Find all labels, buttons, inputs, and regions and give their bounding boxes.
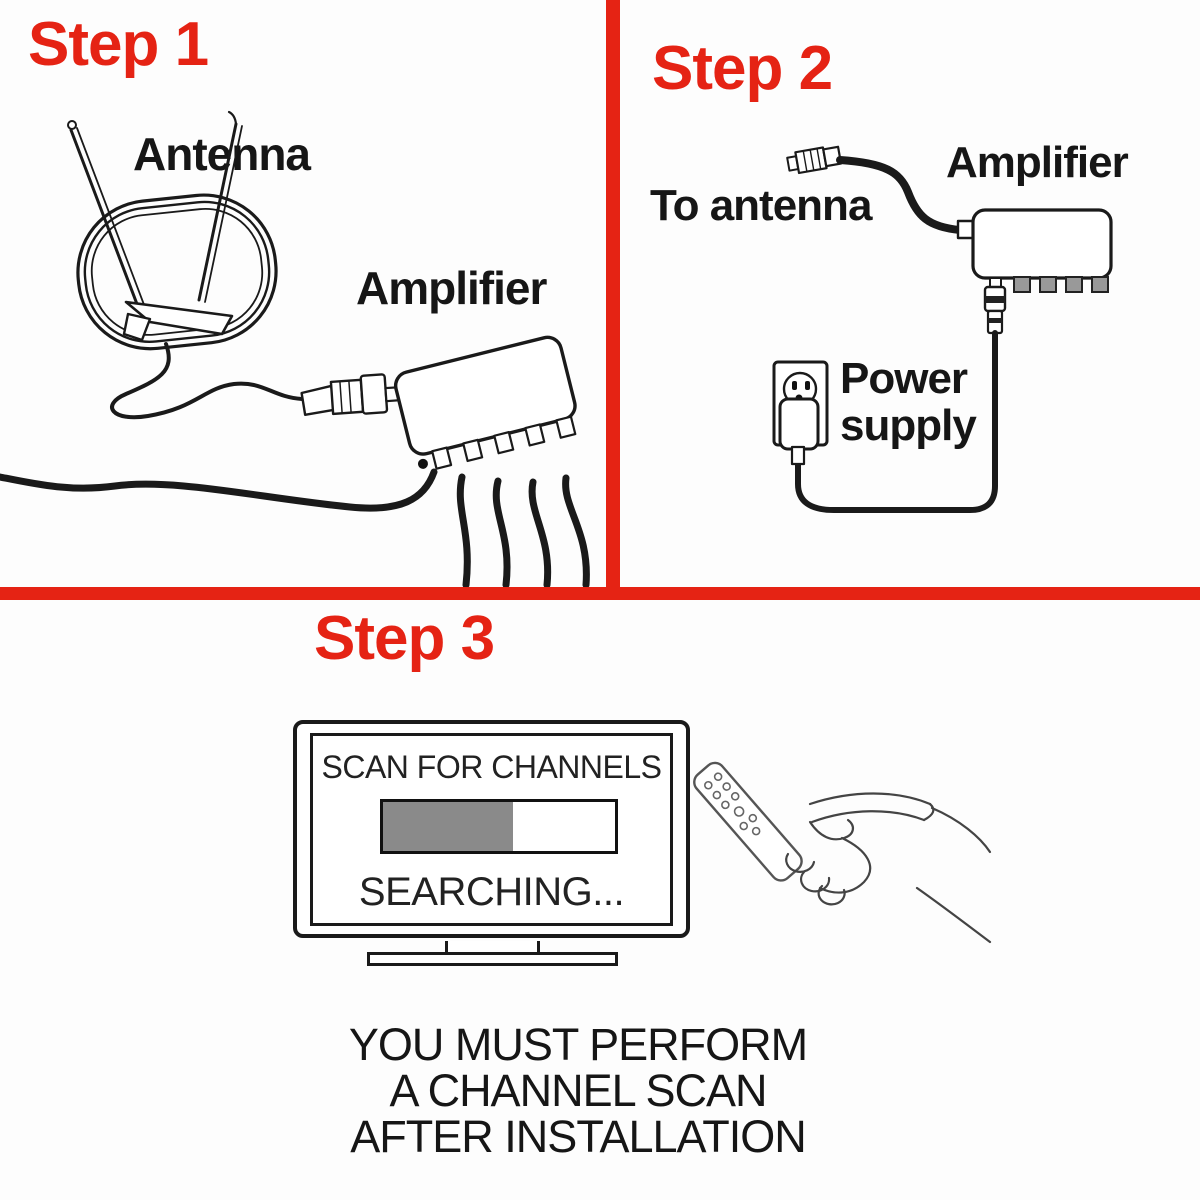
tv-icon: SCAN FOR CHANNELS SEARCHING... [293,720,690,938]
tv-screen: SCAN FOR CHANNELS SEARCHING... [310,733,673,926]
step2-illustration [772,145,1113,513]
remote-control-icon [693,761,803,882]
step1-illustration [0,110,590,589]
power-supply-label-line1: Power [840,354,968,403]
progress-bar [380,799,618,854]
power-supply-label-line2: supply [840,400,977,450]
tv-stand-base [367,952,618,966]
progress-bar-fill [383,802,513,851]
antenna-cable [110,342,304,420]
wall-outlet-icon [772,360,829,466]
power-supply-label: Power supply [840,354,977,450]
power-connector-icon [983,277,1007,335]
power-cable [795,330,998,513]
step2-antenna-cable [836,156,964,234]
warning-line-2: A CHANNEL SCAN [389,1065,768,1116]
horizontal-divider [0,587,1200,600]
step2-title: Step 2 [652,34,833,103]
step3-title: Step 3 [314,604,495,673]
to-antenna-label: To antenna [650,181,872,230]
step2-amplifier-label: Amplifier [946,138,1129,187]
step1-amplifier-illustration [393,335,577,470]
warning-line-3: AFTER INSTALLATION [350,1111,806,1162]
remote-hand-icon [693,761,992,944]
step2-amplifier-illustration [956,208,1113,293]
coax-connector-icon [300,373,402,417]
channel-scan-warning: YOU MUST PERFORM A CHANNEL SCAN AFTER IN… [288,1022,868,1160]
antenna-rods-icon [67,110,243,314]
antenna-label: Antenna [133,128,311,180]
vertical-divider [606,0,620,600]
output-cables [0,468,590,589]
tv-screen-status: SEARCHING... [358,870,625,914]
step1-amplifier-label: Amplifier [356,262,547,314]
hand-outline [785,792,992,944]
step2-coax-connector-icon [786,145,843,175]
step1-title: Step 1 [28,10,209,79]
antenna-illustration [67,110,278,351]
warning-line-1: YOU MUST PERFORM [348,1019,808,1070]
tv-screen-title: SCAN FOR CHANNELS [321,749,663,785]
